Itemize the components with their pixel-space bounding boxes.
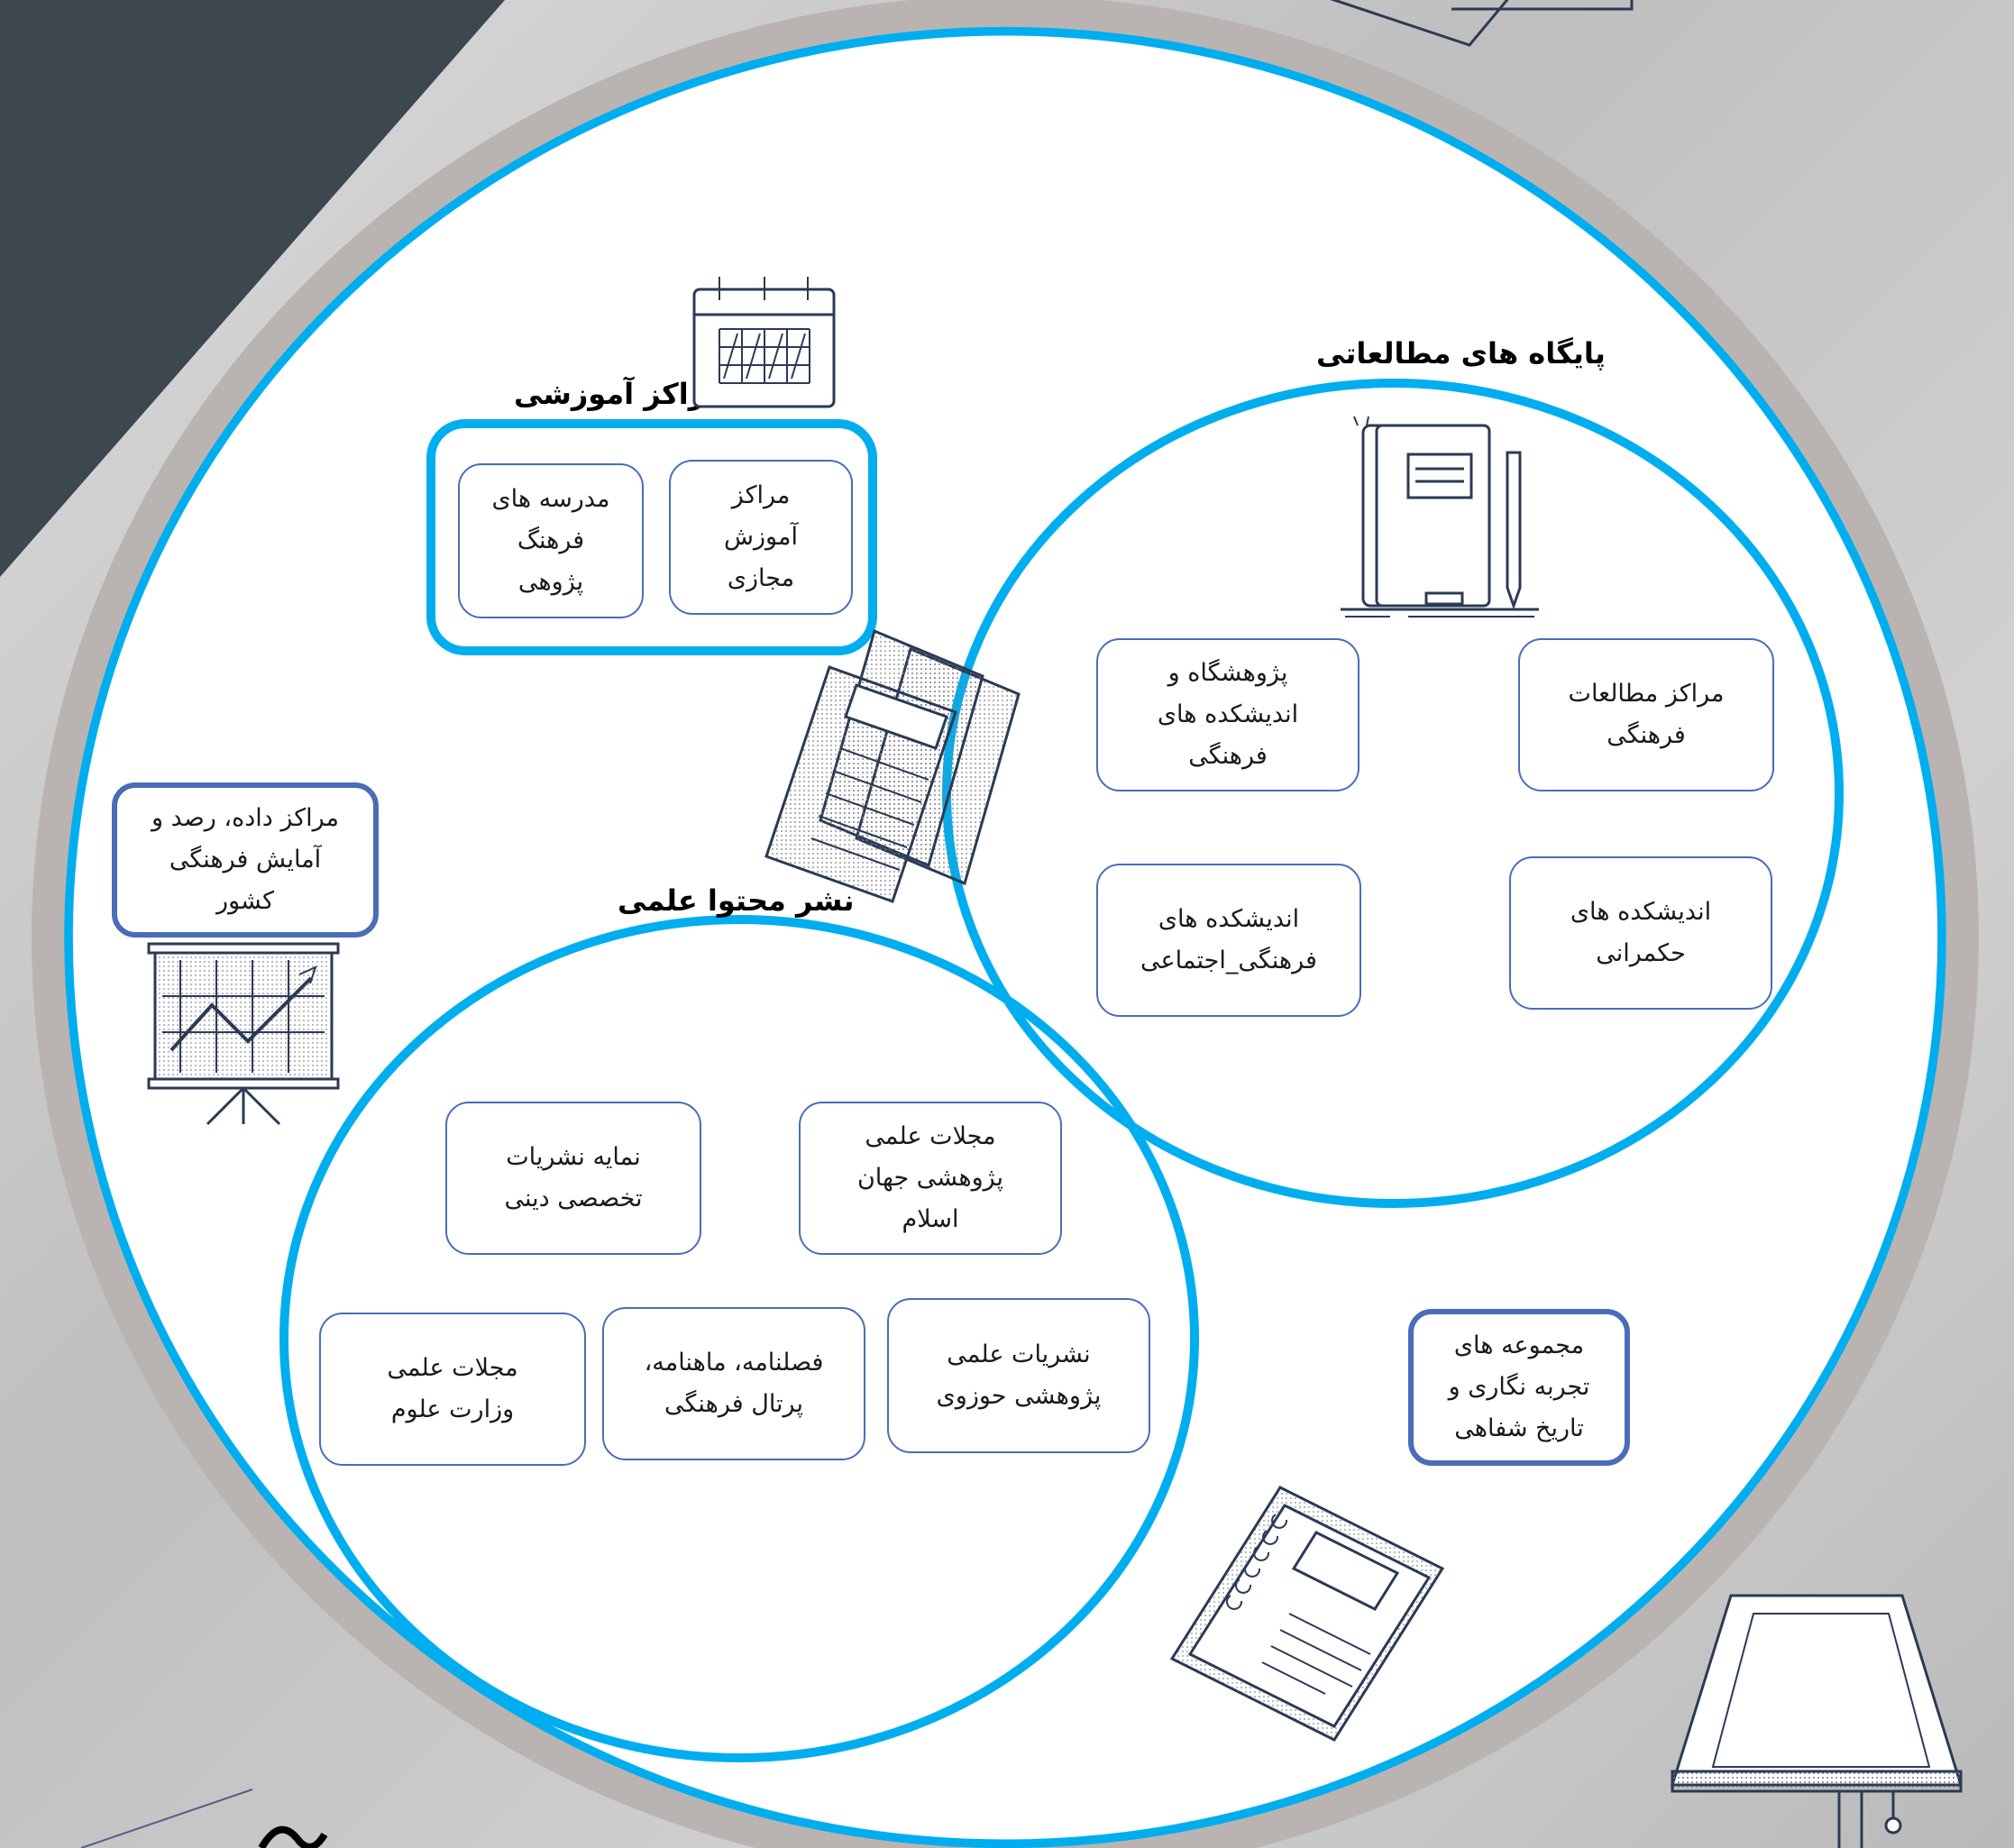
research-bases-title: پایگاه های مطالعاتی [1316,336,1606,371]
box-research-institutes: پژوهشگاه و اندیشکده های فرهنگی [1096,638,1359,791]
box-culture-research-schools: مدرسه های فرهنگ پژوهی [458,463,644,618]
box-governance-think-tanks: اندیشکده های حکمرانی [1509,856,1772,1010]
lamp-icon [1670,1594,1964,1848]
box-oral-history-collections: مجموعه های تجربه نگاری و تاریخ شفاهی [1408,1309,1630,1466]
calendar-icon [692,277,836,408]
documents-icon [764,628,1021,903]
spiral-notebook-icon [1169,1486,1445,1742]
box-virtual-education-centers: مراکز آموزش مجازی [669,460,853,615]
scientific-publishing-title: نشر محتوا علمی [618,883,855,918]
box-socio-cultural-think-tanks: اندیشکده های فرهنگی_اجتماعی [1096,864,1361,1017]
education-title: مراکز آموزشی [514,377,725,411]
box-religious-journals-index: نمایه نشریات تخصصی دینی [445,1102,701,1255]
box-data-monitoring-centers: مراکز داده، رصد و آمایش فرهنگی کشور [112,782,379,938]
box-ministry-science-journals: مجلات علمی وزارت علوم [319,1313,586,1466]
scientific-publishing-circle [279,915,1199,1762]
box-islamic-world-journals: مجلات علمی پژوهشی جهان اسلام [799,1102,1062,1255]
box-seminary-journals: نشریات علمی پژوهشی حوزوی [887,1298,1150,1453]
notebook-pen-icon [1341,416,1539,618]
education-group-frame [426,419,877,655]
presentation-chart-icon [147,942,340,1126]
box-cultural-studies-centers: مراکز مطالعات فرهنگی [1518,638,1774,791]
box-periodicals-portal: فصلنامه، ماهنامه، پرتال فرهنگی [602,1307,865,1460]
frame-decoration-icon [1330,0,1634,47]
corner-line-decoration [80,1789,328,1848]
